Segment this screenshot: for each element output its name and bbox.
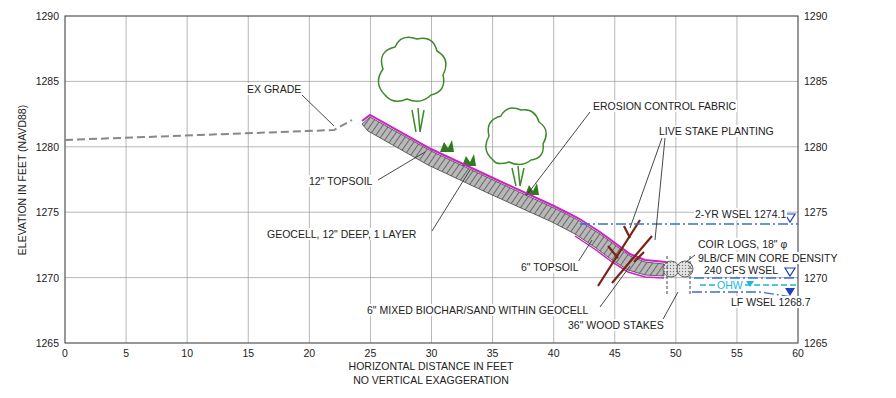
callout-label: GEOCELL, 12" DEEP, 1 LAYER bbox=[266, 228, 417, 240]
grid-line bbox=[614, 16, 615, 343]
axis-tick-label: 45 bbox=[608, 347, 622, 359]
grid-line bbox=[65, 146, 798, 147]
axis-tick-label: 15 bbox=[241, 347, 255, 359]
axis-title: NO VERTICAL EXAGGERATION bbox=[352, 374, 510, 386]
axis-tick-label: 5 bbox=[122, 347, 130, 359]
axis-title: HORIZONTAL DISTANCE IN FEET bbox=[348, 360, 515, 372]
axis-tick-label: 50 bbox=[669, 347, 683, 359]
grid-line bbox=[431, 16, 432, 343]
axis-tick-label: 1285 bbox=[35, 75, 60, 87]
water-level-label: OHW bbox=[716, 279, 744, 291]
callout-label: 6" TOPSOIL bbox=[520, 261, 580, 273]
callout-label: COIR LOGS, 18" φ bbox=[697, 238, 788, 250]
live-stakes bbox=[598, 220, 652, 286]
grid-line bbox=[675, 16, 676, 343]
water-level-label: 240 CFS WSEL bbox=[703, 264, 779, 276]
water-level-label: LF WSEL 1268.7 bbox=[730, 296, 812, 308]
plot-border bbox=[65, 16, 798, 343]
axis-tick-label: 60 bbox=[791, 347, 805, 359]
axis-tick-label: 25 bbox=[364, 347, 378, 359]
callout-label: 12" TOPSOIL bbox=[308, 175, 373, 187]
callout-label: 9LB/CF MIN CORE DENSITY bbox=[697, 252, 838, 264]
toe-fabric bbox=[575, 236, 664, 278]
grid-line bbox=[65, 212, 798, 213]
axis-tick-label: 1270 bbox=[35, 272, 60, 284]
grid-line bbox=[553, 16, 554, 343]
axis-tick-label: 1290 bbox=[803, 10, 828, 22]
grid-line bbox=[65, 81, 798, 82]
axis-tick-label: 1270 bbox=[803, 272, 828, 284]
axis-tick-label: 0 bbox=[61, 347, 69, 359]
grid-line bbox=[65, 277, 798, 278]
callout-label: LIVE STAKE PLANTING bbox=[658, 125, 775, 137]
axis-tick-label: 55 bbox=[730, 347, 744, 359]
water-level-label: 2-YR WSEL 1274.1 bbox=[694, 208, 787, 220]
grid-line bbox=[187, 16, 188, 343]
axis-title: ELEVATION IN FEET (NAVD88) bbox=[16, 104, 28, 256]
grid-lines bbox=[65, 16, 798, 343]
existing-grade bbox=[65, 120, 352, 140]
callout-label: 36" WOOD STAKES bbox=[567, 319, 665, 331]
axis-tick-label: 1275 bbox=[803, 206, 828, 218]
axis-tick-label: 35 bbox=[486, 347, 500, 359]
axis-tick-label: 10 bbox=[180, 347, 194, 359]
axis-tick-label: 1290 bbox=[35, 10, 60, 22]
axis-tick-label: 30 bbox=[425, 347, 439, 359]
grid-line bbox=[736, 16, 737, 343]
grid-line bbox=[126, 16, 127, 343]
axis-tick-label: 20 bbox=[302, 347, 316, 359]
callout-label: EROSION CONTROL FABRIC bbox=[592, 100, 737, 112]
axis-tick-label: 1285 bbox=[803, 75, 828, 87]
axis-tick-label: 1275 bbox=[35, 206, 60, 218]
callout-label: 6" MIXED BIOCHAR/SAND WITHIN GEOCELL bbox=[366, 304, 589, 316]
callout-label: EX GRADE bbox=[246, 83, 302, 95]
grid-line bbox=[248, 16, 249, 343]
leader-lines bbox=[302, 95, 695, 321]
axis-tick-label: 1280 bbox=[35, 141, 60, 153]
axis-tick-label: 40 bbox=[547, 347, 561, 359]
axis-tick-label: 1280 bbox=[803, 141, 828, 153]
axis-tick-label: 1265 bbox=[803, 337, 828, 349]
axis-tick-label: 1265 bbox=[35, 337, 60, 349]
